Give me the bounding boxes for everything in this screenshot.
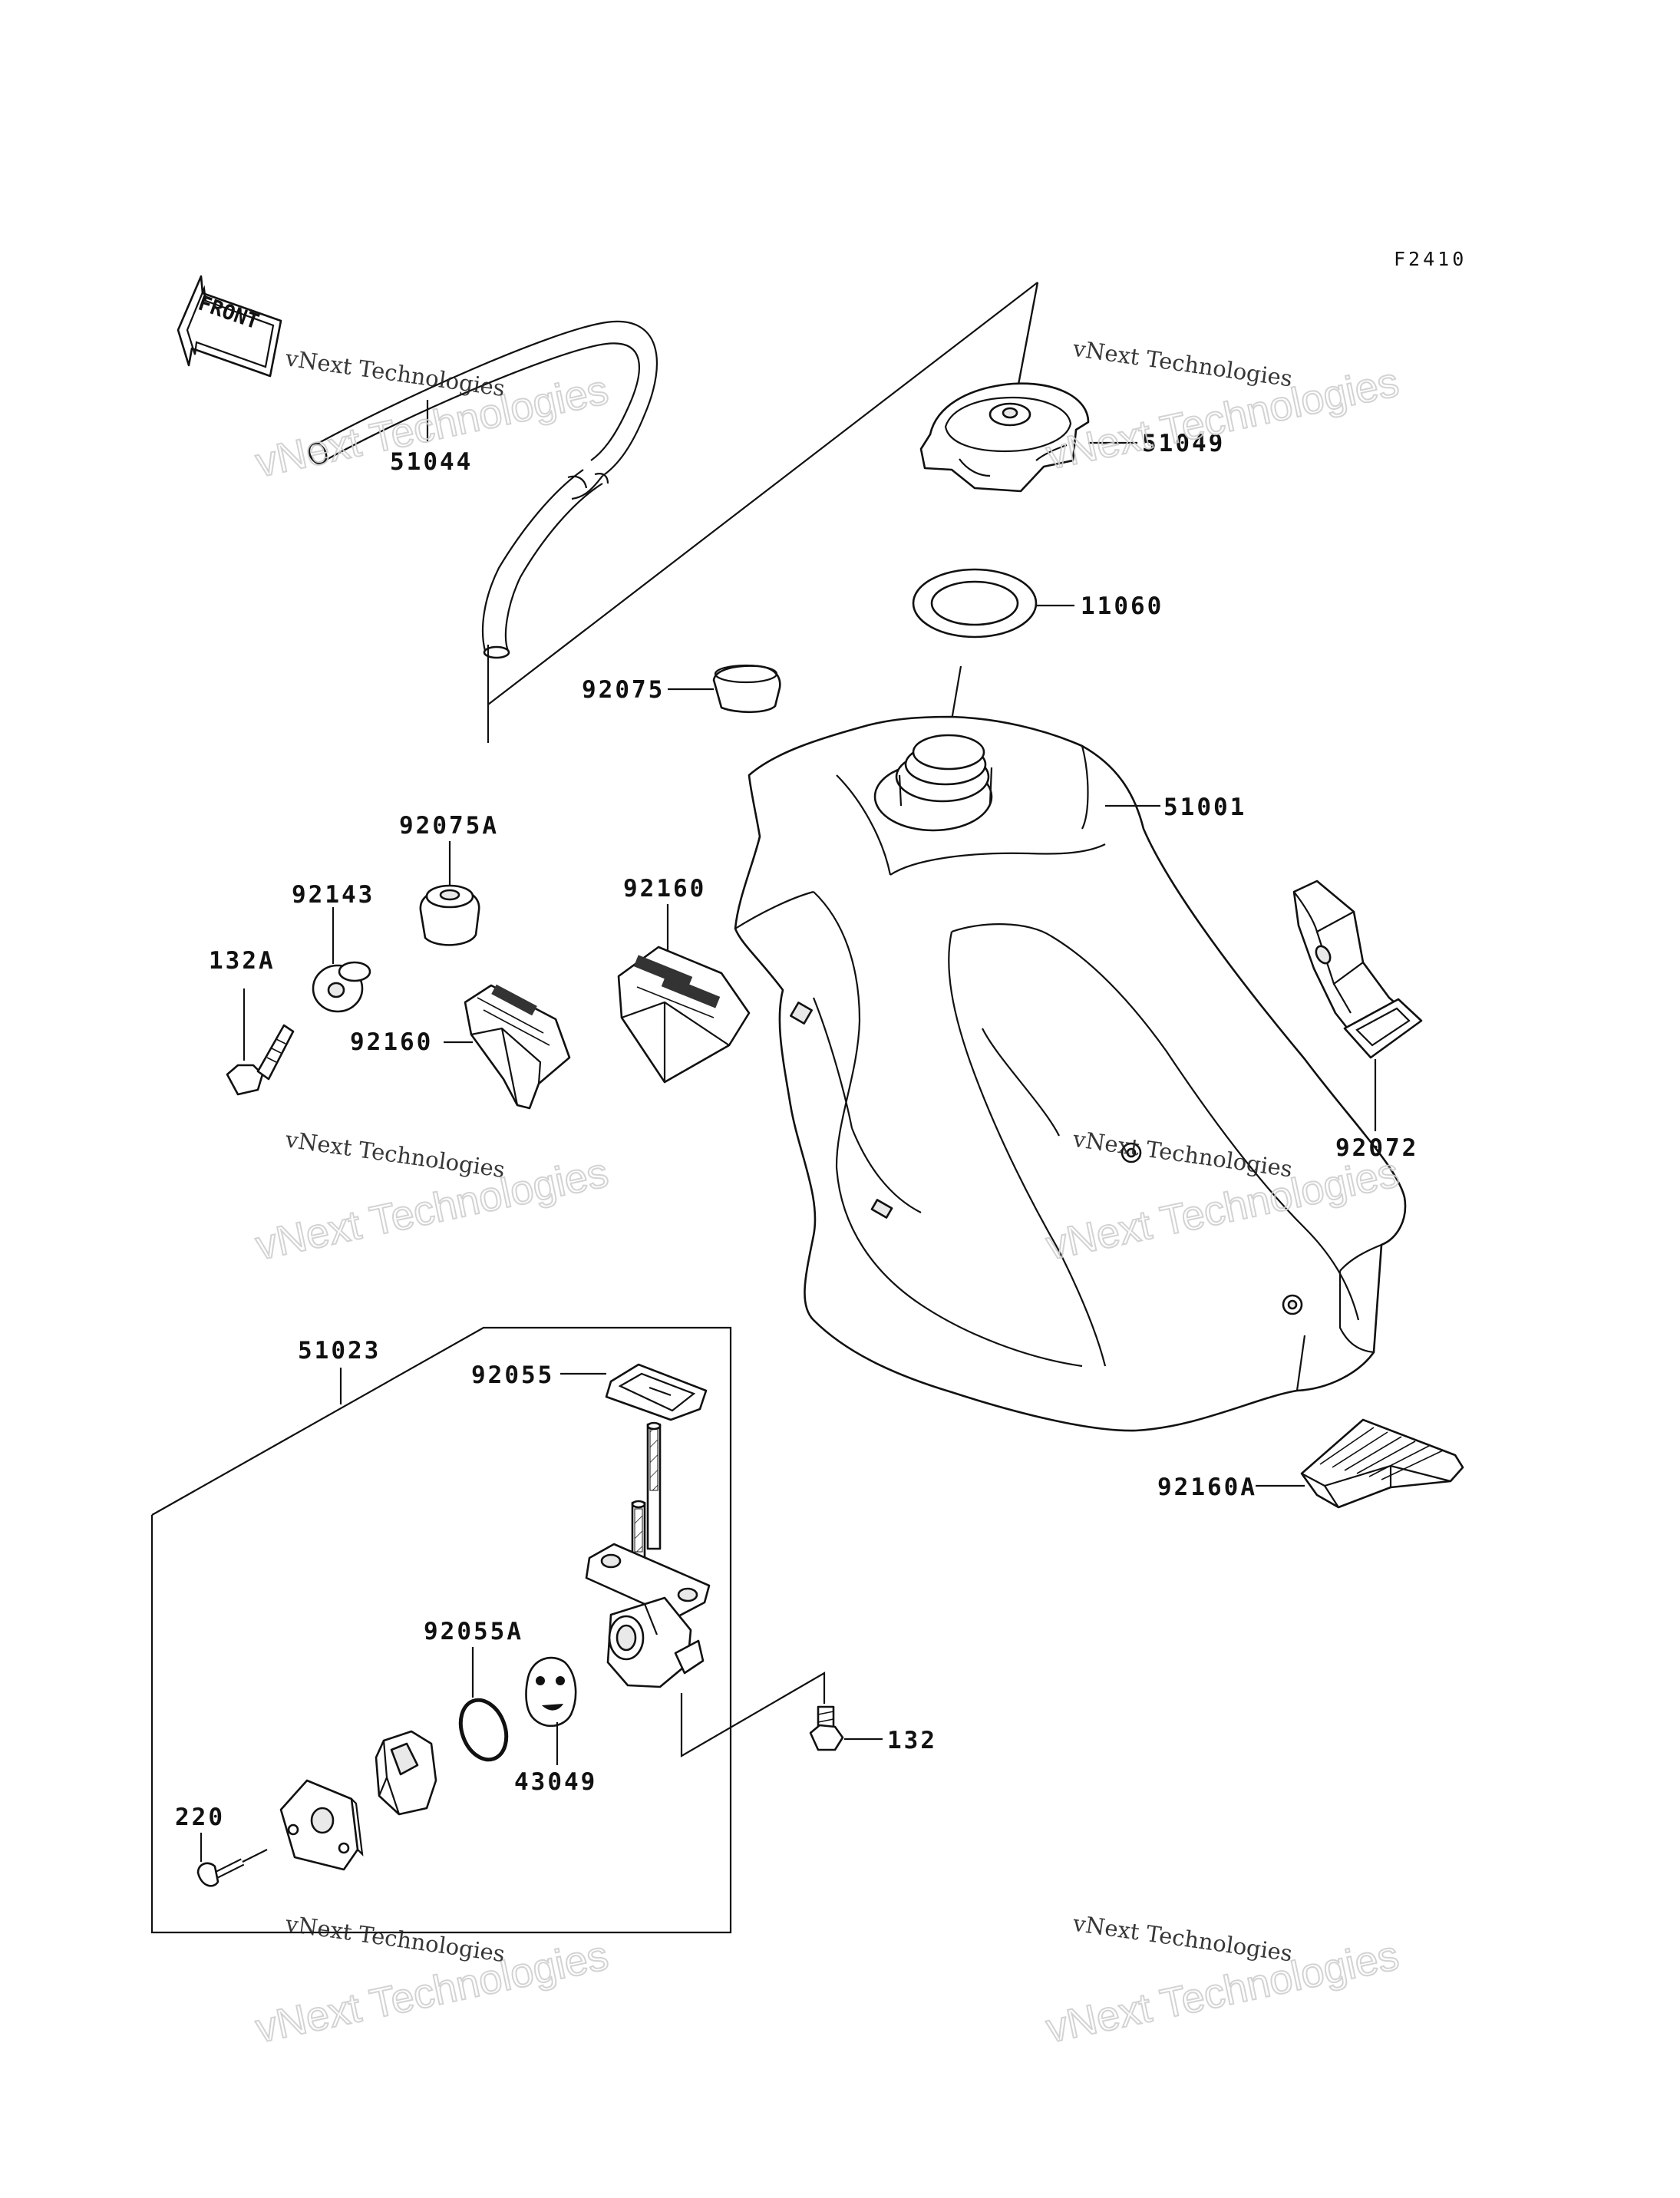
gasket-43049 (525, 1656, 577, 1728)
svg-text:vNext Technologies: vNext Technologies (283, 1126, 507, 1183)
lever-plate (279, 1779, 364, 1871)
fuel-tank-51001 (734, 715, 1407, 1432)
bracket-132 (680, 1672, 826, 1757)
label-51049: 51049 (1142, 430, 1225, 457)
watermark-bottom-right: vNext Technologies vNext Technologies (1041, 1910, 1404, 2053)
front-arrow-icon: FRONT (177, 275, 282, 378)
fuel-cock-body (585, 1421, 711, 1688)
label-92143: 92143 (292, 881, 375, 909)
label-220: 220 (175, 1804, 225, 1831)
bolt-132 (809, 1705, 844, 1751)
label-51044: 51044 (390, 448, 473, 476)
svg-text:vNext Technologies: vNext Technologies (1071, 335, 1294, 392)
valve-lever-knob (375, 1730, 437, 1816)
breather-hose-51044 (308, 320, 658, 659)
pad-92160-center (617, 946, 751, 1084)
rubber-cap-92075 (712, 664, 781, 714)
label-51001: 51001 (1163, 794, 1246, 821)
assembly-box-51023 (150, 1326, 732, 1934)
hose-route-line (487, 282, 1038, 705)
label-92075: 92075 (582, 676, 665, 704)
damper-92075A (419, 884, 480, 946)
figure-code: F2410 (1394, 248, 1467, 270)
label-132: 132 (887, 1727, 937, 1754)
label-11060: 11060 (1081, 592, 1163, 620)
label-92072: 92072 (1335, 1134, 1418, 1162)
svg-text:vNext Technologies: vNext Technologies (283, 345, 507, 401)
label-92055: 92055 (471, 1361, 554, 1389)
label-92160-center: 92160 (623, 875, 706, 903)
label-43049: 43049 (514, 1768, 597, 1796)
label-92160A: 92160A (1157, 1474, 1257, 1501)
fuel-cap-51049 (919, 382, 1090, 493)
label-92075A: 92075A (399, 812, 499, 840)
label-51023: 51023 (298, 1337, 381, 1365)
o-ring-92055A (458, 1698, 509, 1762)
pad-92160A (1300, 1418, 1464, 1509)
label-132A: 132A (209, 947, 276, 975)
collar-92143 (312, 961, 371, 1013)
watermark-mid-left: vNext Technologies vNext Technologies (251, 1126, 613, 1269)
cap-gasket-11060 (912, 568, 1038, 639)
screw-220 (196, 1849, 268, 1887)
svg-text:vNext Technologies: vNext Technologies (1071, 1910, 1294, 1967)
pad-92160-left (464, 984, 571, 1110)
rubber-strap-92072 (1292, 880, 1423, 1059)
gasket-92055 (605, 1363, 708, 1421)
bolt-132A (226, 1024, 295, 1096)
svg-text:vNext Technologies: vNext Technologies (283, 1910, 507, 1967)
label-92160-left: 92160 (350, 1028, 433, 1056)
watermark-bottom-left: vNext Technologies vNext Technologies (251, 1910, 613, 2052)
label-92055A: 92055A (424, 1618, 523, 1645)
